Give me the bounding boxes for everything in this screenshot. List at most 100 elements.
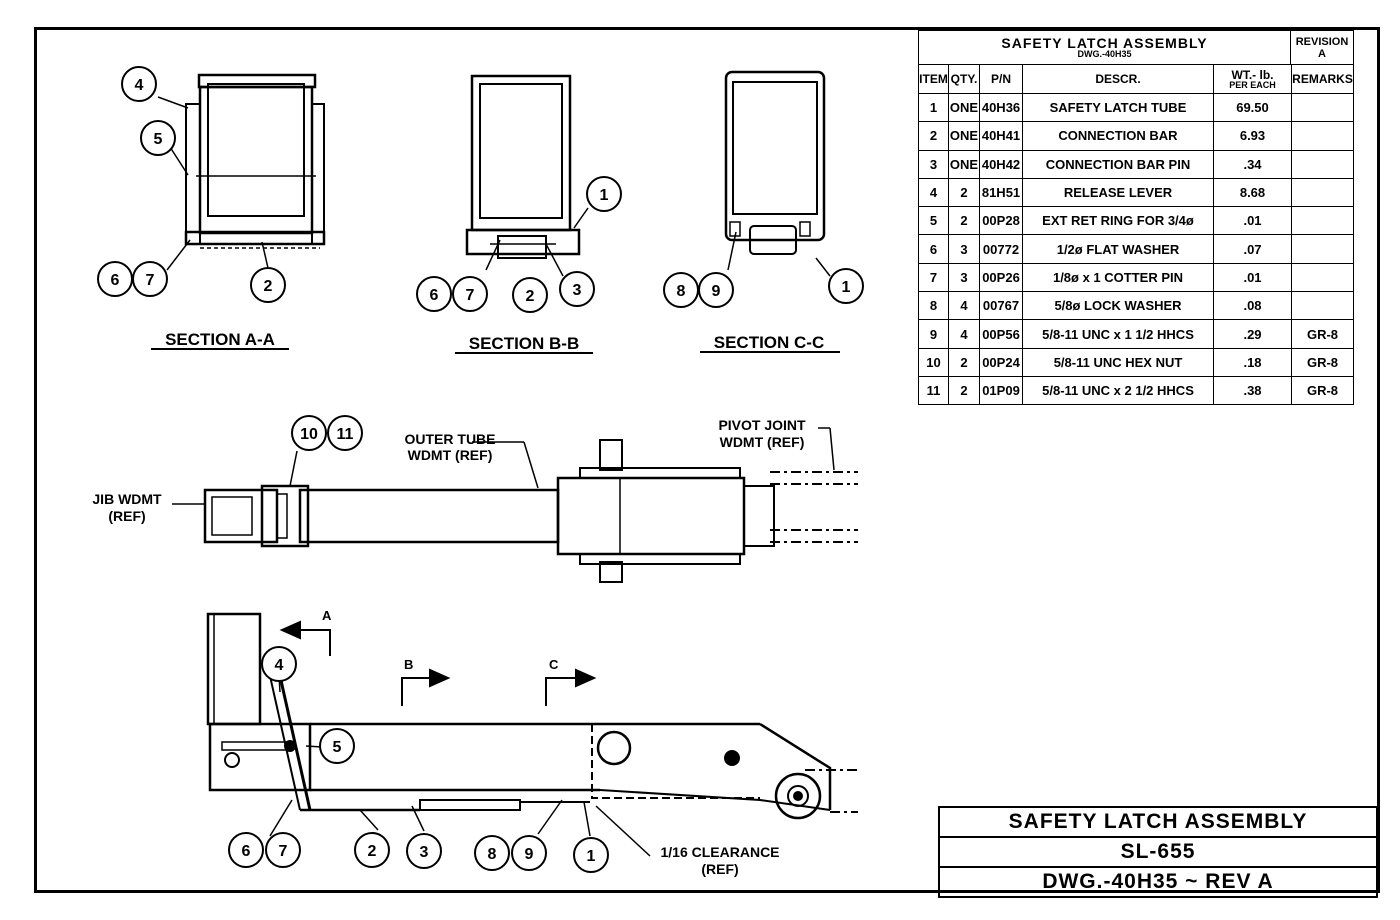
balloon-s2 [354, 832, 390, 868]
balloon-s8 [474, 835, 510, 871]
bom-cell-item: 3 [918, 149, 949, 179]
bom-cell-descr: CONNECTION BAR [1022, 121, 1214, 151]
pivot-joint-label: PIVOT JOINT [718, 417, 806, 433]
balloon-number: 7 [146, 272, 155, 289]
leader-lines [157, 96, 835, 857]
revision-label: REVISION [1295, 35, 1349, 48]
bom-cell-descr: EXT RET RING FOR 3/4ø [1022, 206, 1214, 236]
bom-cell-pn: 81H51 [979, 177, 1023, 208]
bom-cell-descr: SAFETY LATCH TUBE [1022, 92, 1214, 123]
bom-dwg: DWG.-40H35 [1077, 49, 1132, 59]
balloon-a5 [140, 120, 176, 156]
bom-cell-item: 4 [918, 177, 949, 208]
clearance-label: 1/16 CLEARANCE [660, 844, 779, 860]
bom-cell-descr: 1/2ø FLAT WASHER [1022, 234, 1214, 264]
bom-cell-remarks: GR-8 [1291, 319, 1354, 349]
bom-title: SAFETY LATCH ASSEMBLY [1001, 35, 1208, 51]
section-c-label: SECTION C-C [714, 333, 825, 352]
bom-cell-wt: .01 [1213, 262, 1292, 293]
balloon-a2 [250, 267, 286, 303]
bom-cell-remarks: GR-8 [1291, 375, 1354, 406]
bom-cell-descr: CONNECTION BAR PIN [1022, 149, 1214, 179]
bom-cell-wt: 69.50 [1213, 92, 1292, 123]
bom-cell-remarks [1291, 206, 1354, 236]
balloon-t10 [291, 415, 327, 451]
bom-cell-remarks [1291, 92, 1354, 123]
balloon-s5 [319, 728, 355, 764]
pivot-joint-ref-label: WDMT (REF) [720, 434, 805, 450]
balloon-b2 [512, 277, 548, 313]
balloon-number: 2 [368, 843, 377, 860]
title-block-number: SL-655 [938, 836, 1378, 868]
bom-cell-qty: 2 [948, 347, 980, 377]
bom-cell-qty: 3 [948, 234, 980, 264]
outer-tube-label: OUTER TUBE [405, 431, 496, 447]
bom-cell-wt: .01 [1213, 206, 1292, 236]
col-header-weight: WT.- lb.PER EACH [1213, 64, 1292, 94]
bom-cell-wt: .38 [1213, 375, 1292, 406]
title-block-name: SAFETY LATCH ASSEMBLY [938, 806, 1378, 838]
top-view [203, 439, 858, 583]
section-b-view [465, 74, 581, 259]
balloon-c9 [698, 272, 734, 308]
bom-cell-remarks: GR-8 [1291, 347, 1354, 377]
section-a-label: SECTION A-A [165, 330, 275, 349]
balloon-s6 [228, 832, 264, 868]
col-header-descr: DESCR. [1022, 64, 1214, 94]
bom-cell-remarks [1291, 149, 1354, 179]
balloon-s4 [261, 646, 297, 682]
balloon-number: 11 [337, 426, 354, 443]
balloon-number: 3 [420, 844, 429, 861]
bom-cell-item: 6 [918, 234, 949, 264]
balloon-s7 [265, 832, 301, 868]
drawing-border [34, 27, 1380, 893]
balloon-number: 2 [264, 278, 273, 295]
bom-cell-pn: 40H36 [979, 92, 1023, 123]
arrow-a-label: A [322, 608, 332, 623]
balloon-number: 6 [430, 287, 439, 304]
balloon-number: 1 [587, 848, 596, 865]
bom-cell-qty: 2 [948, 177, 980, 208]
bom-cell-pn: 00772 [979, 234, 1023, 264]
jib-wdmt-ref-label: (REF) [108, 508, 145, 524]
arrow-c-label: C [549, 657, 559, 672]
bom-cell-pn: 00P56 [979, 319, 1023, 349]
balloon-s9 [511, 835, 547, 871]
section-a-view [184, 73, 326, 249]
bom-cell-qty: ONE [948, 121, 980, 151]
bom-cell-descr: 5/8-11 UNC x 1 1/2 HHCS [1022, 319, 1214, 349]
bom-cell-pn: 00P28 [979, 206, 1023, 236]
balloon-number: 1 [600, 187, 609, 204]
bom-cell-qty: 4 [948, 291, 980, 321]
balloon-b3 [559, 271, 595, 307]
balloon-b7 [452, 276, 488, 312]
balloon-number: 4 [135, 77, 144, 94]
arrow-b-label: B [404, 657, 413, 672]
bom-cell-descr: RELEASE LEVER [1022, 177, 1214, 208]
bill-of-materials: SAFETY LATCH ASSEMBLY DWG.-40H35 REVISIO… [918, 30, 1354, 406]
bom-cell-item: 9 [918, 319, 949, 349]
balloon-s3 [406, 833, 442, 869]
bom-cell-wt: .34 [1213, 149, 1292, 179]
bom-cell-item: 2 [918, 121, 949, 151]
bom-cell-wt: 6.93 [1213, 121, 1292, 151]
bom-cell-pn: 40H42 [979, 149, 1023, 179]
balloon-number: 9 [712, 283, 721, 300]
balloon-number: 6 [242, 843, 251, 860]
side-view [206, 612, 858, 820]
bom-cell-descr: 5/8ø LOCK WASHER [1022, 291, 1214, 321]
balloon-c1 [828, 268, 864, 304]
balloon-number: 5 [333, 739, 342, 756]
bom-cell-qty: 3 [948, 262, 980, 293]
bom-cell-wt: 8.68 [1213, 177, 1292, 208]
balloon-number: 8 [677, 283, 686, 300]
balloon-b1 [586, 176, 622, 212]
bom-cell-wt: .29 [1213, 319, 1292, 349]
